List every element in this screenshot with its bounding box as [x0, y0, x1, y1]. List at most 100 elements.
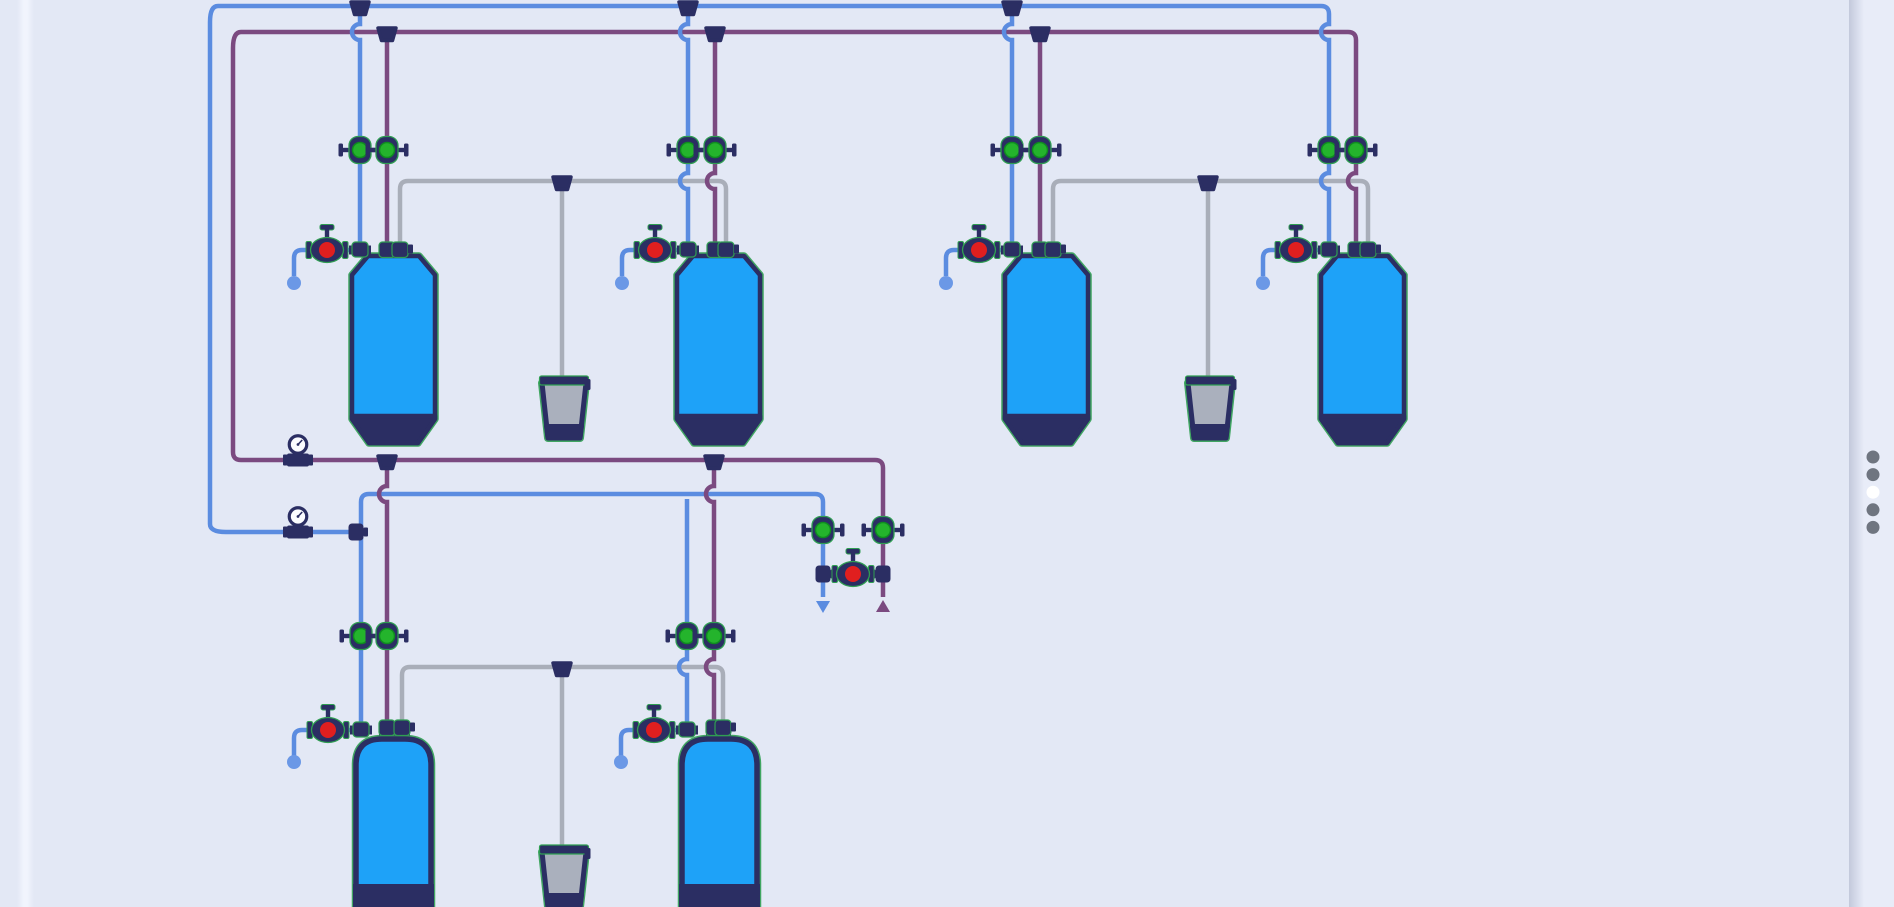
pipe-junction-cap-1	[348, 523, 368, 541]
port-nub-right	[1336, 245, 1340, 255]
flow-arrow-up	[876, 600, 890, 612]
port-tab	[731, 722, 736, 732]
pipe-outlet-distribution-lower	[230, 451, 886, 597]
tank-inlet-port-1	[349, 241, 371, 258]
valve-stem-cap-left	[692, 629, 697, 643]
valve-open-indicator	[351, 141, 369, 159]
page-dot-5[interactable]	[1866, 520, 1880, 534]
green-valve-10[interactable]	[365, 621, 409, 651]
funnel-rim	[1184, 375, 1236, 386]
green-valve-3[interactable]	[666, 135, 710, 165]
gauge-body	[287, 525, 309, 539]
tank-base	[1002, 413, 1091, 446]
port-nub-right	[694, 725, 698, 735]
pipe-tee-connector-6	[1029, 26, 1051, 43]
valve-open-indicator	[679, 141, 697, 159]
page-dot-4[interactable]	[1866, 503, 1880, 517]
red-valve-3[interactable]	[957, 224, 1001, 264]
pipe-tee-connector-4	[376, 26, 398, 43]
valve-stem-left	[695, 633, 705, 639]
red-valve-7[interactable]	[831, 548, 875, 588]
pipe-inlet-branch-tank2	[677, 6, 691, 250]
valve-closed-indicator	[320, 722, 336, 738]
port-lobe-right	[717, 241, 735, 259]
valve-handle-stem	[850, 552, 856, 561]
port-nub-left	[1001, 245, 1005, 255]
pipe-open-end-6	[614, 755, 628, 769]
valve-closed-indicator	[646, 722, 662, 738]
drain-funnel-2[interactable]	[1184, 375, 1237, 442]
tank-inlet-port-5	[350, 721, 372, 738]
green-valve-7[interactable]	[1307, 135, 1351, 165]
pipe-inlet-branch-tank3	[1001, 6, 1015, 250]
pressure-gauge-1[interactable]	[283, 434, 313, 467]
pipe-service-line-tank4	[1260, 247, 1338, 276]
red-valve-1[interactable]	[305, 224, 349, 264]
port-block	[1320, 241, 1338, 258]
red-valve-4[interactable]	[1274, 224, 1318, 264]
valve-stem-cap-left	[1307, 143, 1312, 157]
pipe-outlet-branch-tank6	[703, 465, 717, 724]
port-lobe-right	[1044, 241, 1062, 259]
page-dot-1[interactable]	[1866, 450, 1880, 464]
pressure-gauge-2[interactable]	[283, 506, 313, 539]
valve-handle-stem	[651, 708, 657, 717]
valve-stem-cap-left	[861, 523, 866, 537]
valve-stem-right	[892, 527, 902, 533]
red-valve-5[interactable]	[306, 704, 350, 744]
tank-6[interactable]	[677, 734, 762, 907]
green-valve-1[interactable]	[338, 135, 382, 165]
green-valve-2[interactable]	[365, 135, 409, 165]
tank-2[interactable]	[673, 252, 764, 447]
tank-4[interactable]	[1317, 252, 1408, 447]
green-valve-14[interactable]	[861, 515, 905, 545]
funnel-rim-tab	[1230, 379, 1237, 390]
valve-handle-stem	[976, 228, 982, 237]
tank-1[interactable]	[348, 252, 439, 447]
valve-closed-indicator	[971, 242, 987, 258]
red-valve-6[interactable]	[632, 704, 676, 744]
red-valve-2[interactable]	[633, 224, 677, 264]
green-valve-13[interactable]	[801, 515, 845, 545]
valve-stem-cap-right	[1373, 143, 1378, 157]
valve-stem-left	[804, 527, 814, 533]
valve-stem-cap-left	[1334, 143, 1339, 157]
pipe-tee-connector-11	[703, 454, 725, 471]
tank-inlet-port-2	[677, 241, 699, 258]
funnel-base	[544, 893, 584, 907]
drain-funnel-1[interactable]	[538, 375, 591, 442]
valve-closed-indicator	[845, 566, 861, 582]
valve-stem-cap-left	[1018, 143, 1023, 157]
drain-funnel-3[interactable]	[538, 844, 591, 907]
green-valve-11[interactable]	[665, 621, 709, 651]
funnel-rim	[538, 844, 590, 855]
green-valve-8[interactable]	[1334, 135, 1378, 165]
pipe-tee-connector-1	[349, 0, 371, 17]
pipe-outlet-header	[230, 29, 1359, 452]
green-valve-4[interactable]	[693, 135, 737, 165]
page-dot-3-active[interactable]	[1866, 485, 1880, 499]
valve-stem-cap-left	[339, 629, 344, 643]
valve-stem-left	[993, 147, 1003, 153]
tank-5[interactable]	[351, 734, 436, 907]
valve-open-indicator	[706, 141, 724, 159]
port-tab	[1376, 244, 1381, 254]
tank-base	[679, 884, 760, 907]
pipe-inlet-distribution-lower	[358, 491, 826, 724]
green-valve-12[interactable]	[692, 621, 736, 651]
pipe-service-line-tank3	[943, 247, 1021, 276]
pipe-open-end-3	[939, 276, 953, 290]
page-dot-2[interactable]	[1866, 468, 1880, 482]
funnel-base	[544, 424, 584, 440]
green-valve-6[interactable]	[1018, 135, 1062, 165]
funnel-rim	[538, 375, 590, 386]
cap-block	[815, 565, 831, 583]
valve-stem-left	[1021, 147, 1031, 153]
valve-handle-stem	[325, 708, 331, 717]
tank-3[interactable]	[1001, 252, 1092, 447]
cap-block	[875, 565, 891, 583]
valve-stem-cap-right	[731, 629, 736, 643]
cap-block	[348, 523, 364, 541]
